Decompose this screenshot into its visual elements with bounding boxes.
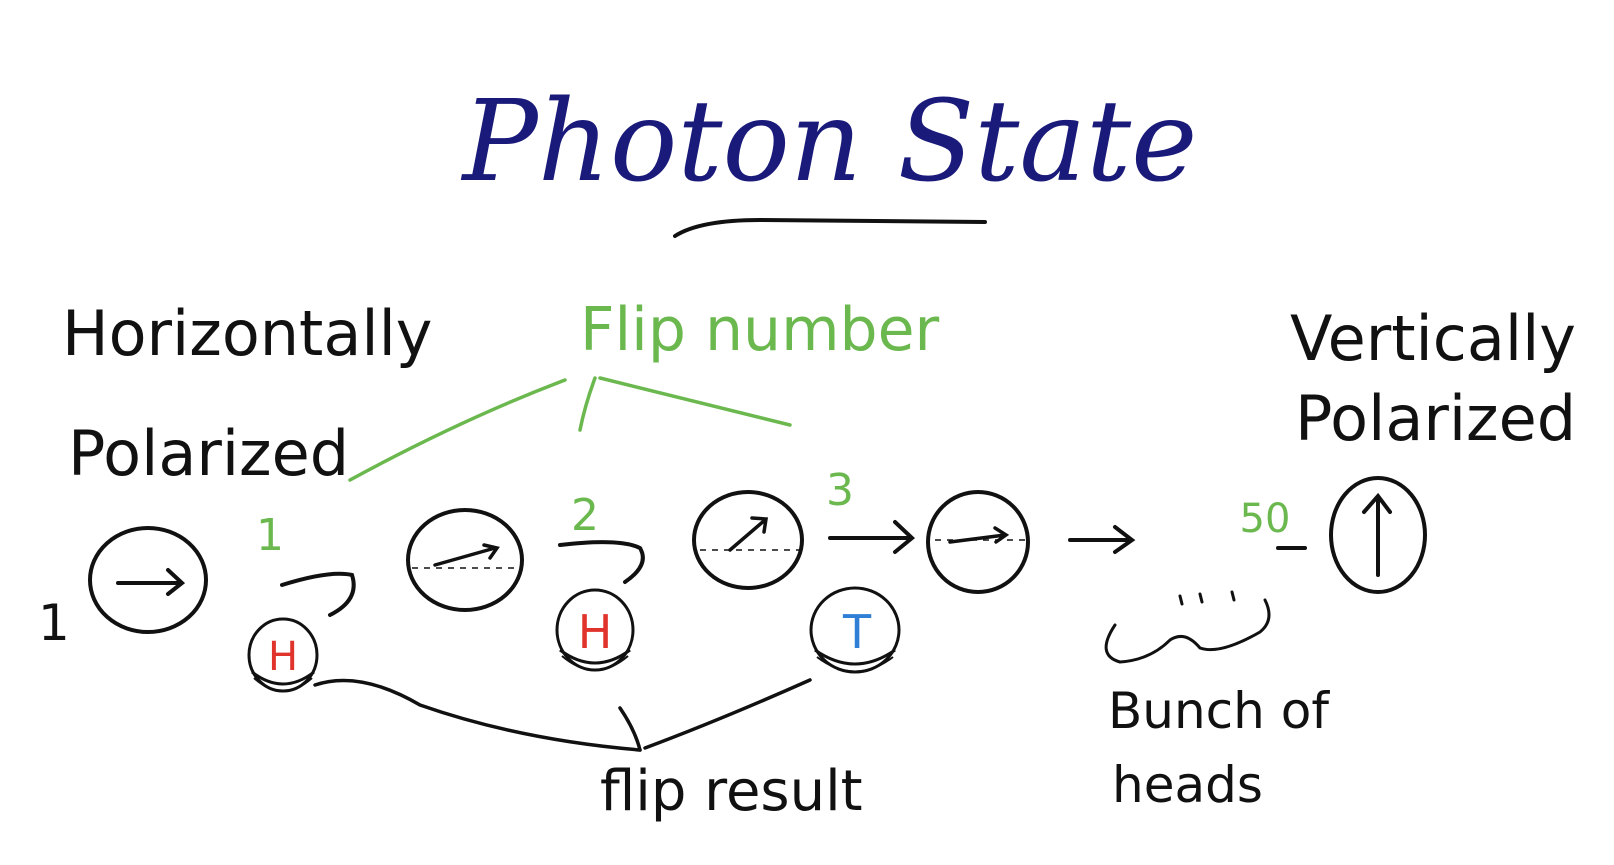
bunch-of-heads-line1: Bunch of bbox=[1108, 682, 1330, 740]
flip-number-bracket bbox=[348, 376, 792, 482]
title: Photon State bbox=[461, 77, 1198, 207]
flip-result-bracket bbox=[313, 678, 812, 752]
flip-number-label: Flip number bbox=[580, 295, 940, 365]
start-count: 1 bbox=[38, 594, 70, 652]
coin-3-result: T bbox=[842, 605, 872, 659]
angled-arrow-icon bbox=[433, 543, 500, 567]
transition-arrow-1 bbox=[280, 571, 356, 617]
flip-result-label: flip result bbox=[600, 759, 863, 824]
arrow-up-icon bbox=[1362, 492, 1392, 577]
state-angled-1 bbox=[406, 508, 524, 612]
state-horizontal bbox=[88, 526, 208, 634]
flip-number-2: 2 bbox=[571, 490, 599, 541]
coin-icon bbox=[247, 617, 319, 693]
coin-2-result: H bbox=[578, 605, 613, 659]
final-flip-number: 50 bbox=[1240, 496, 1291, 542]
transition-arrow-2 bbox=[558, 540, 645, 584]
coin-3: T bbox=[809, 586, 901, 674]
flip-number-1: 1 bbox=[256, 510, 284, 561]
transition-arrow-4 bbox=[1068, 525, 1136, 554]
state-vertical bbox=[1329, 476, 1427, 594]
bunch-of-heads-line2: heads bbox=[1112, 756, 1263, 814]
state-near-horizontal bbox=[926, 490, 1030, 594]
coin-2: H bbox=[555, 588, 635, 672]
coin-1-result: H bbox=[268, 634, 298, 680]
vertical-label-line2: Polarized bbox=[1295, 382, 1576, 455]
title-underline bbox=[673, 217, 987, 238]
state-angled-2 bbox=[692, 490, 804, 590]
flip-number-3: 3 bbox=[826, 465, 854, 516]
coin-icon bbox=[555, 588, 635, 672]
angled-arrow-icon bbox=[728, 516, 769, 552]
arrow-right-icon bbox=[116, 568, 186, 596]
transition-arrow-3 bbox=[828, 520, 916, 554]
bunch-squiggle bbox=[1104, 590, 1271, 664]
vertical-label-line1: Vertically bbox=[1290, 302, 1576, 375]
horizontal-label-line1: Horizontally bbox=[62, 297, 433, 370]
coin-icon bbox=[809, 586, 901, 674]
horizontal-label-line2: Polarized bbox=[68, 417, 349, 490]
coin-1: H bbox=[247, 617, 319, 693]
